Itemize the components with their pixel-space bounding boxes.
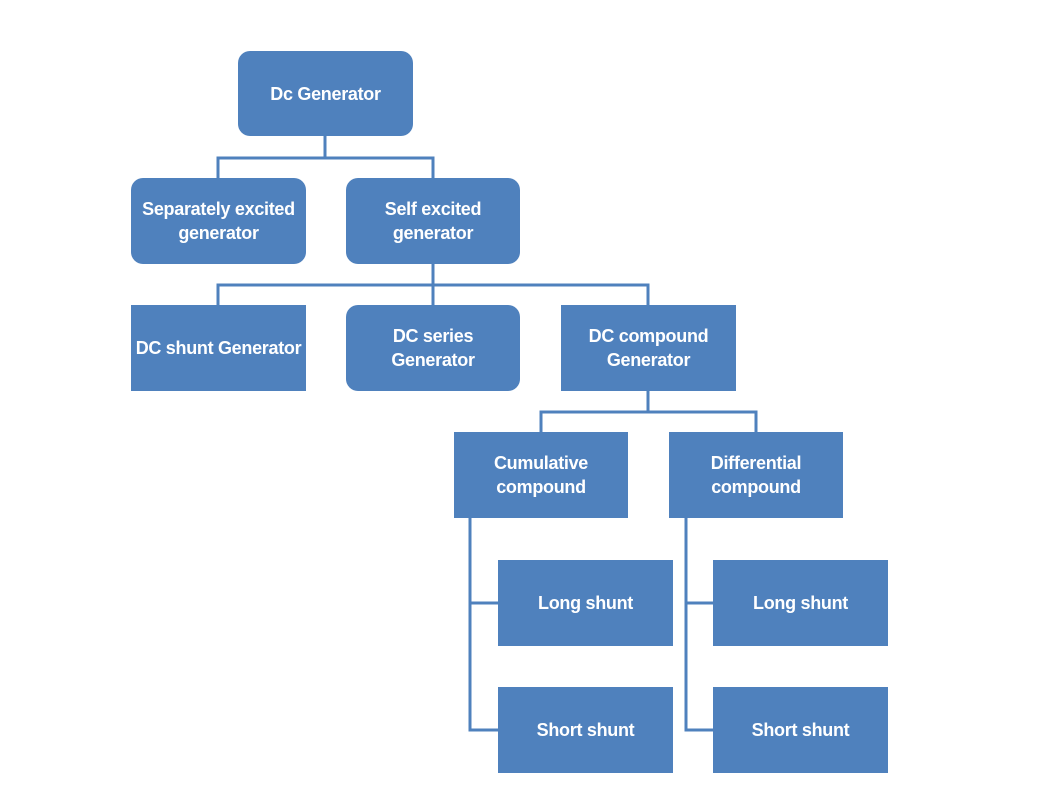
node-cumulative-long-shunt: Long shunt — [498, 560, 673, 646]
node-differential-long-shunt: Long shunt — [713, 560, 888, 646]
node-cumulative-label: Cumulative compound — [493, 453, 589, 497]
node-differential-short-shunt: Short shunt — [713, 687, 888, 773]
node-differential-short-label: Short shunt — [751, 720, 850, 740]
node-self-excited-label: Self excited generator — [384, 199, 482, 243]
node-dc-series-label: DC series Generator — [391, 326, 475, 370]
node-differential-label: Differential compound — [710, 453, 802, 497]
node-separately-excited-label: Separately excited generator — [142, 199, 295, 243]
node-differential-compound: Differential compound — [669, 432, 843, 518]
node-dc-series-generator: DC series Generator — [346, 305, 520, 391]
node-dc-shunt-generator: DC shunt Generator — [131, 305, 306, 391]
node-dc-generator-label: Dc Generator — [270, 83, 381, 104]
node-self-excited-generator: Self excited generator — [346, 178, 520, 264]
node-cumulative-short-label: Short shunt — [536, 720, 635, 740]
node-differential-long-label: Long shunt — [753, 593, 848, 613]
node-dc-compound-label: DC compound Generator — [588, 326, 709, 370]
node-cumulative-long-label: Long shunt — [538, 593, 633, 613]
node-separately-excited-generator: Separately excited generator — [131, 178, 306, 264]
node-dc-compound-generator: DC compound Generator — [561, 305, 736, 391]
node-cumulative-compound: Cumulative compound — [454, 432, 628, 518]
node-dc-generator: Dc Generator — [238, 51, 413, 136]
node-dc-shunt-label: DC shunt Generator — [135, 338, 302, 358]
node-cumulative-short-shunt: Short shunt — [498, 687, 673, 773]
